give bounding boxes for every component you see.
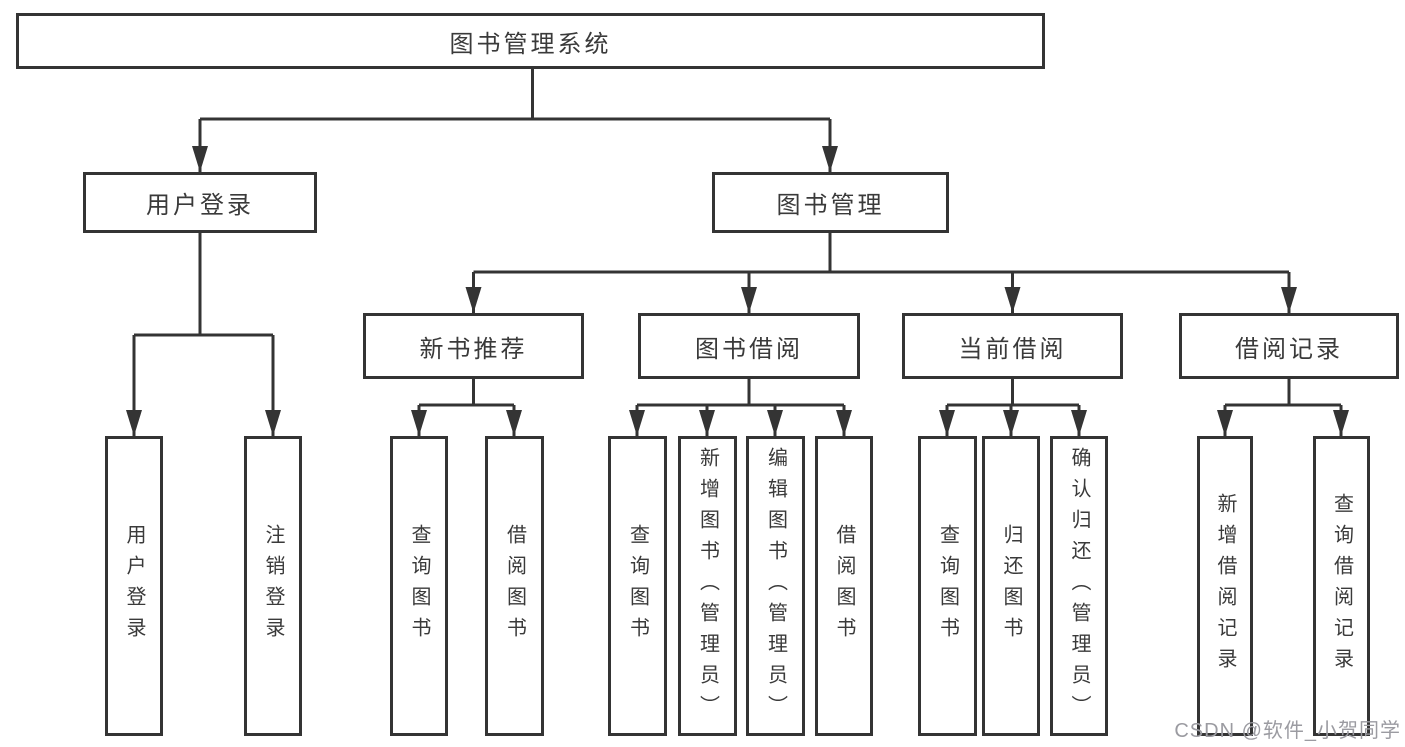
node-new-book-recommendation: 新书推荐 [363,313,584,379]
node-user-login: 用户登录 [105,436,163,736]
node-label: 图书管理系统 [449,30,612,58]
node-label: 归还图书 [1000,524,1022,648]
node-borrowing-records: 借阅记录 [1179,313,1399,379]
node-borrow-books-recommend: 借阅图书 [485,436,544,736]
node-label: 用户登录 [123,524,145,648]
csdn-watermark: CSDN @软件_小贺同学 [1174,720,1401,742]
node-label: 用户登录 [146,192,254,219]
node-query-books-borrowing: 查询图书 [608,436,667,736]
node-label: 借阅图书 [503,524,526,648]
node-return-books: 归还图书 [982,436,1040,736]
node-label: 查询图书 [936,524,959,648]
node-add-book-admin: 新增图书（管理员） [678,436,737,736]
node-label: 新增图书（管理员） [696,446,719,726]
node-label: 图书管理 [776,192,885,219]
node-user-login-group: 用户登录 [83,172,317,233]
node-edit-book-admin: 编辑图书（管理员） [746,436,805,736]
node-confirm-return-admin: 确认归还（管理员） [1050,436,1108,736]
node-label: 查询图书 [408,524,430,648]
node-label: 借阅记录 [1235,335,1343,363]
node-label: 新书推荐 [419,335,528,363]
node-library-management-system: 图书管理系统 [16,13,1045,69]
connector-arrows [126,119,1349,436]
node-label: 注销登录 [262,524,284,648]
node-label: 查询借阅记录 [1330,493,1353,679]
node-query-books-recommend: 查询图书 [390,436,448,736]
node-label: 确认归还（管理员） [1068,446,1090,726]
node-add-borrow-record: 新增借阅记录 [1197,436,1253,736]
node-book-borrowing: 图书借阅 [638,313,860,379]
node-logout: 注销登录 [244,436,302,736]
node-label: 当前借阅 [958,335,1067,363]
node-label: 借阅图书 [833,524,855,648]
node-label: 新增借阅记录 [1214,493,1236,679]
node-book-management: 图书管理 [712,172,949,233]
node-query-books-current: 查询图书 [918,436,977,736]
node-current-borrowing: 当前借阅 [902,313,1123,379]
node-label: 编辑图书（管理员） [764,446,787,726]
node-borrow-books: 借阅图书 [815,436,873,736]
node-label: 查询图书 [626,524,649,648]
node-query-borrow-record: 查询借阅记录 [1313,436,1370,736]
connector-skeleton [134,69,1341,407]
node-label: 图书借阅 [695,335,803,363]
